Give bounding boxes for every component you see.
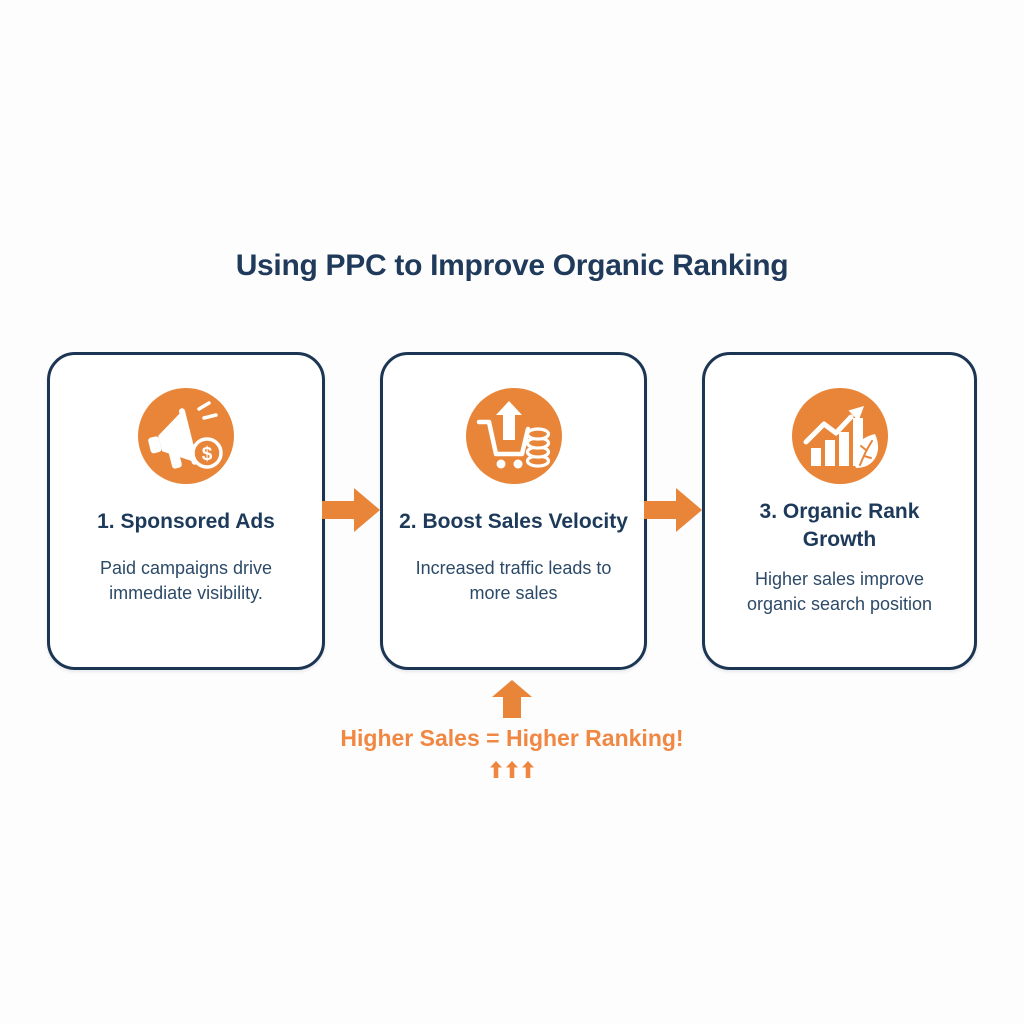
step-card-organic-rank-growth: 3. Organic Rank Growth Higher sales impr…	[702, 352, 977, 670]
growth-chart-leaf-icon	[791, 388, 888, 484]
triple-up-arrows-icon	[0, 761, 1024, 778]
steps-row: $ 1. Sponsored Ads Paid campaigns drive …	[47, 352, 977, 670]
svg-text:$: $	[202, 444, 213, 465]
right-arrow-icon	[644, 488, 702, 532]
megaphone-dollar-icon: $	[138, 388, 234, 484]
cart-arrow-coins-icon	[465, 388, 562, 484]
step-description: Paid campaigns drive immediate visibilit…	[99, 558, 273, 604]
up-arrow-icon	[492, 680, 532, 718]
step-title: 3. Organic Rank Growth	[759, 500, 920, 552]
slogan-text: Higher Sales = Higher Ranking!	[340, 725, 684, 751]
page-title: Using PPC to Improve Organic Ranking	[235, 249, 789, 282]
right-arrow-icon	[322, 488, 380, 532]
step-title: 2. Boost Sales Velocity	[399, 510, 628, 533]
step-card-sponsored-ads: $ 1. Sponsored Ads Paid campaigns drive …	[47, 352, 325, 670]
step-description: Higher sales improve organic search posi…	[746, 568, 933, 614]
step-card-boost-sales: 2. Boost Sales Velocity Increased traffi…	[380, 352, 647, 670]
step-title: 1. Sponsored Ads	[97, 510, 275, 533]
step-description: Increased traffic leads to more sales	[415, 558, 612, 604]
